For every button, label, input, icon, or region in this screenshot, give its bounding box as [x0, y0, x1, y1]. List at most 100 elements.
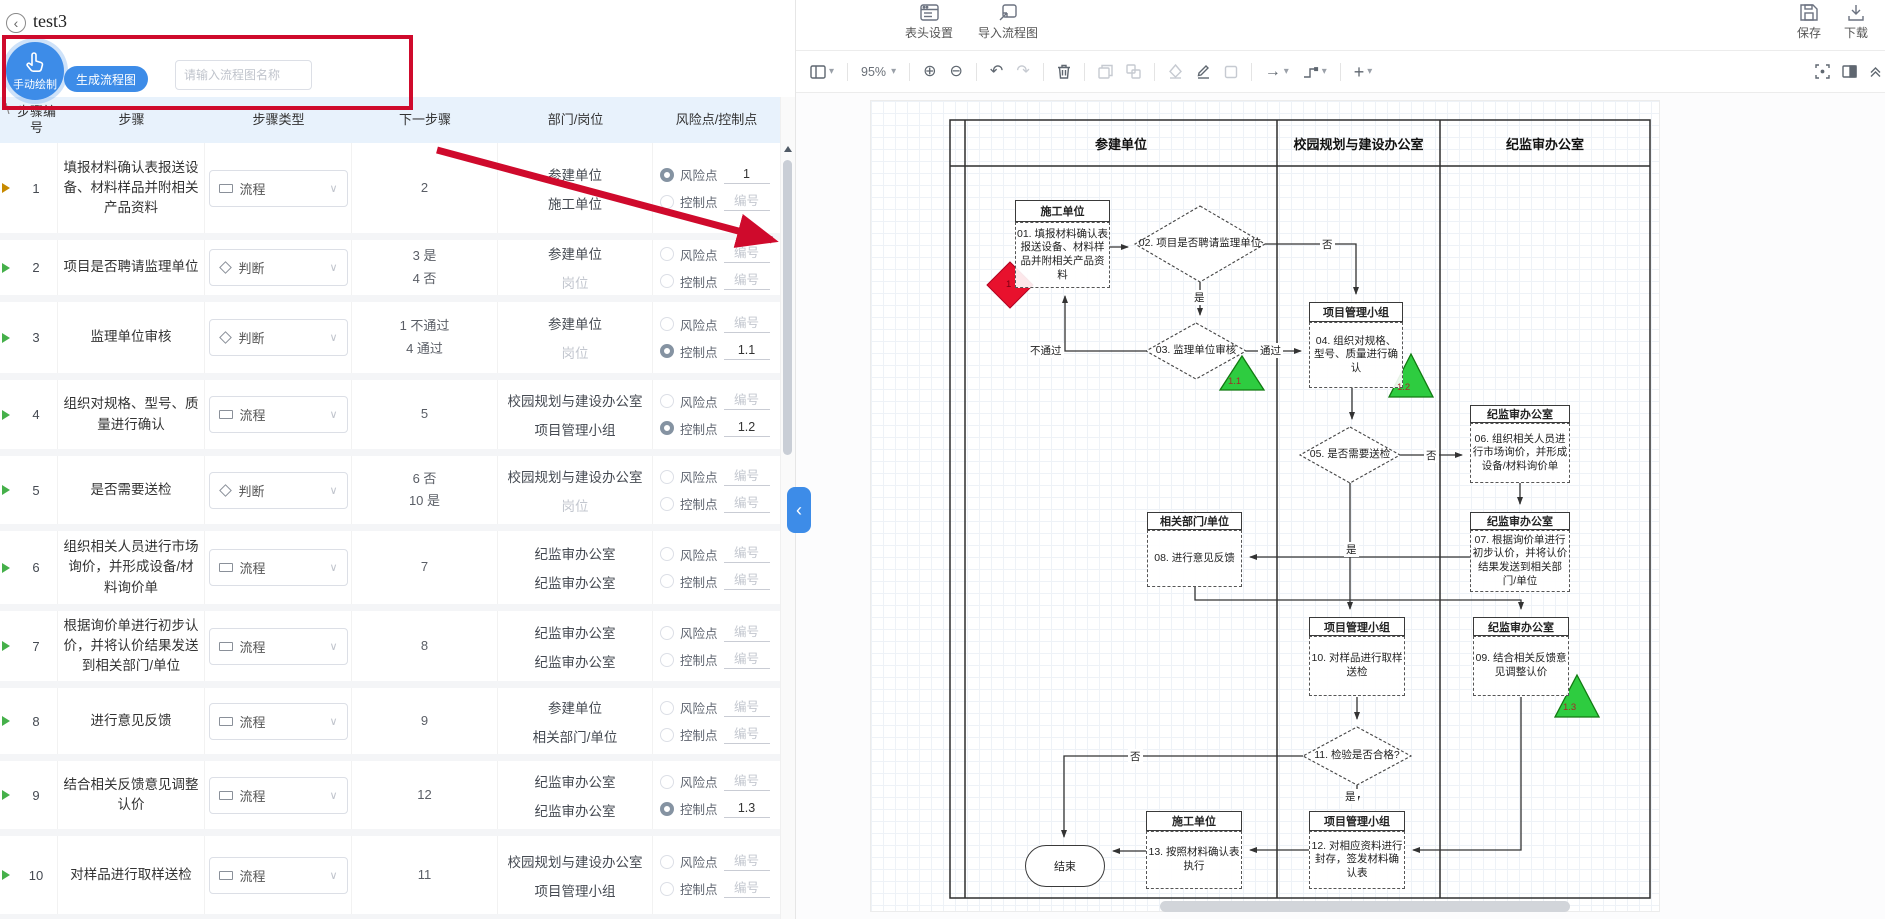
node-step-08[interactable]: 08. 进行意见反馈 — [1147, 530, 1242, 587]
node-role-label[interactable]: 纪监审办公室 — [1470, 405, 1570, 423]
row-expand-icon[interactable] — [2, 485, 10, 495]
collapse-toolbar-icon[interactable] — [1869, 65, 1882, 78]
step-type-select[interactable]: 判断∨ — [208, 249, 348, 286]
step-type-select[interactable]: 判断∨ — [208, 471, 348, 509]
zoom-out-button[interactable]: ⊖ — [949, 62, 963, 80]
control-number-input[interactable]: 编号 — [723, 880, 770, 898]
control-radio[interactable] — [660, 574, 674, 588]
risk-number-input[interactable]: 编号 — [723, 624, 770, 642]
lane-title[interactable]: 校园规划与建设办公室 — [1293, 136, 1424, 152]
risk-radio[interactable] — [660, 774, 674, 789]
control-number-input[interactable]: 编号 — [723, 572, 770, 590]
download-button[interactable]: 下载 — [1844, 4, 1868, 41]
control-number-input[interactable]: 编号 — [723, 726, 770, 744]
control-number-input[interactable]: 编号 — [723, 651, 770, 669]
node-role-label[interactable]: 施工单位 — [1146, 811, 1242, 831]
risk-radio[interactable] — [660, 854, 674, 869]
risk-radio[interactable] — [660, 469, 674, 484]
risk-radio[interactable] — [660, 625, 674, 640]
delete-button[interactable] — [1057, 64, 1071, 79]
risk-number-input[interactable]: 编号 — [723, 773, 770, 791]
step-type-select[interactable]: 判断∨ — [208, 319, 348, 356]
fill-color-button[interactable] — [1168, 64, 1183, 79]
lane-title[interactable]: 纪监审办公室 — [1505, 136, 1584, 152]
risk-radio[interactable] — [660, 394, 674, 408]
step-type-select[interactable]: 流程∨ — [208, 627, 348, 665]
redo-button[interactable]: ↷ — [1016, 62, 1030, 80]
row-expand-icon[interactable] — [2, 790, 10, 800]
manual-draw-button[interactable]: 手动绘制 — [6, 42, 64, 100]
control-radio[interactable] — [660, 727, 674, 742]
scrollbar-up-icon[interactable] — [784, 146, 792, 152]
control-radio[interactable] — [660, 421, 674, 435]
risk-number-input[interactable]: 编号 — [723, 392, 770, 410]
fullscreen-icon[interactable] — [1815, 64, 1830, 79]
node-step-07[interactable]: 07. 根据询价单进行初步认价，并将认价结果发送到相关部门/单位 — [1470, 530, 1570, 592]
undo-button[interactable]: ↶ — [989, 62, 1004, 80]
duplicate-button[interactable] — [1126, 64, 1141, 79]
node-decision-11[interactable]: 11. 检验是否合格? — [1314, 749, 1400, 762]
control-radio[interactable] — [660, 881, 674, 896]
add-shape-button[interactable]: +▾ — [1353, 61, 1373, 82]
node-role-label[interactable]: 项目管理小组 — [1309, 811, 1405, 831]
risk-radio[interactable] — [660, 700, 674, 715]
risk-radio[interactable] — [660, 547, 674, 561]
zoom-in-button[interactable]: ⊕ — [923, 62, 937, 80]
control-number-input[interactable]: 1.2 — [723, 419, 770, 437]
row-expand-icon[interactable] — [2, 332, 10, 343]
connector-style-button[interactable]: ▾ — [1302, 65, 1327, 79]
generate-flowchart-button[interactable]: 生成流程图 — [64, 66, 149, 92]
control-radio[interactable] — [660, 801, 674, 816]
table-scrollbar-thumb[interactable] — [783, 160, 792, 455]
step-type-select[interactable]: 流程∨ — [208, 169, 348, 207]
node-step-04[interactable]: 04. 组织对规格、型号、质量进行确认 — [1309, 322, 1403, 388]
row-expand-icon[interactable] — [2, 870, 10, 880]
risk-number-input[interactable]: 编号 — [723, 468, 770, 486]
risk-number-input[interactable]: 编号 — [723, 245, 770, 263]
flowchart-sheet[interactable] — [870, 100, 1660, 912]
control-radio[interactable] — [660, 344, 674, 358]
node-role-label[interactable]: 相关部门/单位 — [1147, 512, 1242, 530]
risk-radio[interactable] — [660, 317, 674, 331]
control-number-input[interactable]: 1.1 — [723, 342, 770, 360]
node-end[interactable]: 结束 — [1025, 845, 1105, 887]
node-decision-03[interactable]: 03. 监理单位审核 — [1155, 344, 1237, 357]
flowchart-name-input[interactable] — [175, 60, 312, 90]
node-step-06[interactable]: 06. 组织相关人员进行市场询价，并形成设备/材料询价单 — [1470, 423, 1570, 483]
row-expand-icon[interactable] — [2, 262, 10, 273]
risk-number-input[interactable]: 编号 — [723, 315, 770, 333]
row-expand-icon[interactable] — [2, 183, 10, 193]
node-role-label[interactable]: 施工单位 — [1015, 200, 1110, 222]
node-step-10[interactable]: 10. 对样品进行取样送检 — [1309, 636, 1405, 696]
node-step-12[interactable]: 12. 对相应资料进行封存，签发材料确认表 — [1309, 831, 1405, 889]
import-flowchart-button[interactable]: 导入流程图 — [978, 4, 1038, 41]
risk-number-input[interactable]: 编号 — [723, 853, 770, 871]
control-radio[interactable] — [660, 194, 674, 209]
node-step-09[interactable]: 09. 结合相关反馈意见调整认价 — [1473, 636, 1569, 696]
node-role-label[interactable]: 纪监审办公室 — [1473, 617, 1569, 636]
row-expand-icon[interactable] — [2, 641, 10, 651]
node-role-label[interactable]: 项目管理小组 — [1309, 302, 1403, 322]
node-step-13[interactable]: 13. 按照材料确认表执行 — [1146, 831, 1242, 889]
control-number-input[interactable]: 编号 — [723, 495, 770, 513]
canvas-horizontal-scrollbar[interactable] — [1160, 901, 1570, 912]
control-radio[interactable] — [660, 274, 674, 288]
risk-number-input[interactable]: 编号 — [723, 699, 770, 717]
node-role-label[interactable]: 纪监审办公室 — [1470, 512, 1570, 530]
node-step-01[interactable]: 01. 填报材料确认表报送设备、材料样品并附相关产品资料 — [1015, 222, 1110, 288]
row-expand-icon[interactable] — [2, 409, 10, 420]
risk-radio[interactable] — [660, 167, 674, 182]
step-type-select[interactable]: 流程∨ — [208, 702, 348, 740]
save-button[interactable]: 保存 — [1797, 4, 1821, 41]
zoom-level-select[interactable]: 95%▾ — [861, 64, 897, 79]
control-number-input[interactable]: 编号 — [723, 272, 770, 290]
panel-toggle-icon[interactable] — [1842, 65, 1857, 78]
shape-style-button[interactable] — [1224, 65, 1238, 79]
step-type-select[interactable]: 流程∨ — [208, 856, 348, 894]
row-expand-icon[interactable] — [2, 716, 10, 726]
step-type-select[interactable]: 流程∨ — [208, 776, 348, 814]
back-button[interactable]: ‹ — [6, 13, 26, 33]
step-type-select[interactable]: 流程∨ — [208, 549, 348, 586]
line-color-button[interactable] — [1196, 64, 1211, 79]
risk-number-input[interactable]: 编号 — [723, 545, 770, 563]
